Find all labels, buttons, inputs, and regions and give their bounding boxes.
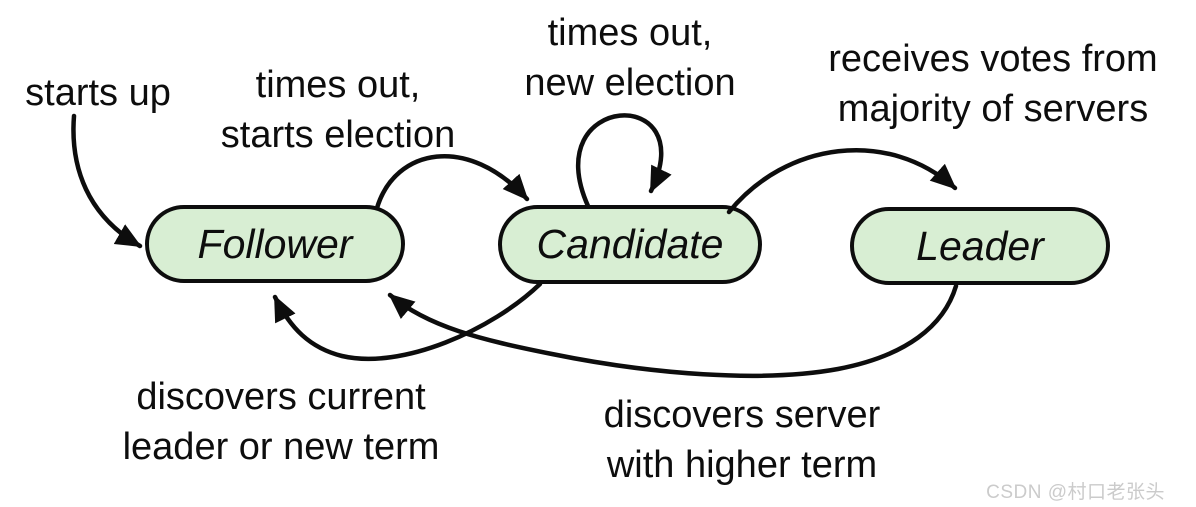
transition-label-line: starts election [220,114,456,156]
transition-label-starts-up: starts up [25,68,171,118]
state-node-leader: Leader [850,207,1110,285]
transition-label-line: majority of servers [837,88,1149,130]
transition-label-line: times out, [547,12,713,54]
state-label-candidate: Candidate [536,221,724,267]
csdn-watermark: CSDN @村口老张头 [986,482,1165,503]
edge-leader-to-follower [387,283,959,379]
transition-label-follower-to-candidate: times out, starts election [221,60,455,160]
transition-label-line: discovers current [136,376,426,418]
edge-candidate-to-follower [272,281,543,362]
transition-label-line: receives votes from [828,38,1158,80]
transition-label-line: times out, [255,64,421,106]
transition-label-line: leader or new term [122,426,440,468]
edge-start-to-follower [71,113,143,249]
edge-follower-to-candidate [374,154,530,211]
state-label-leader: Leader [916,222,1044,269]
transition-label-line: discovers server [603,394,881,436]
state-node-follower: Follower [145,205,405,283]
transition-label-line: starts up [25,72,171,114]
transition-label-line: with higher term [606,444,878,486]
transition-label-candidate-to-leader: receives votes from majority of servers [828,34,1157,134]
transition-label-leader-to-follower: discovers server with higher term [604,390,881,490]
edge-candidate-to-leader [726,148,958,215]
transition-label-candidate-self: times out, new election [524,8,735,108]
transition-label-line: new election [524,62,736,104]
transition-label-candidate-to-follower: discovers current leader or new term [123,372,440,472]
state-node-candidate: Candidate [498,205,762,284]
edge-candidate-self-loop [575,113,672,209]
state-label-follower: Follower [197,220,353,267]
